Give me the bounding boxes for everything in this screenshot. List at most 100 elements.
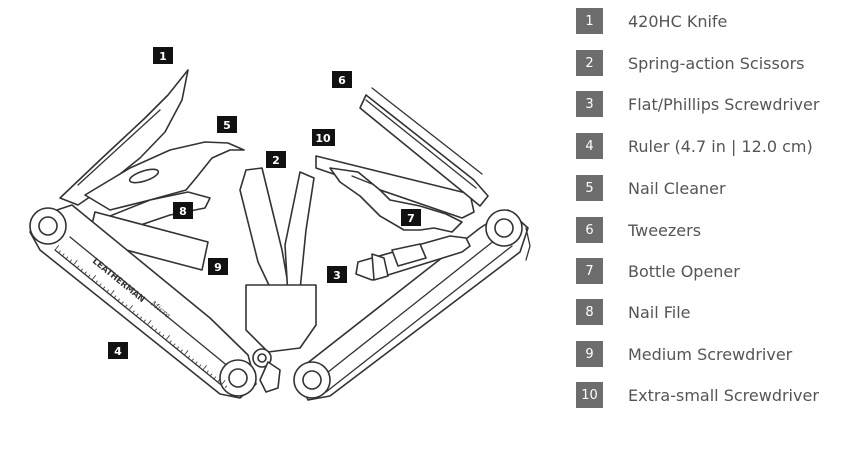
multitool-diagram: LEATHERMAN Micra 1 2 3 4 bbox=[29, 47, 531, 401]
ruler-tick bbox=[217, 379, 220, 383]
ruler-tick bbox=[113, 295, 117, 299]
ruler-tick bbox=[169, 340, 172, 344]
ruler-tick bbox=[198, 364, 202, 368]
callout-9: 9 bbox=[208, 258, 228, 275]
ruler-tick bbox=[150, 325, 154, 329]
legend-label: Flat/Phillips Screwdriver bbox=[628, 94, 820, 114]
legend-item-9: 9 Medium Screwdriver bbox=[576, 341, 792, 367]
legend-number: 1 bbox=[576, 8, 603, 34]
legend-label: Bottle Opener bbox=[628, 261, 740, 281]
legend-label: Tweezers bbox=[628, 220, 702, 240]
ruler-tick bbox=[121, 301, 124, 305]
legend-item-4: 4 Ruler (4.7 in | 12.0 cm) bbox=[576, 133, 813, 159]
ruler-tick bbox=[76, 265, 80, 269]
legend-number: 2 bbox=[576, 50, 603, 76]
ruler-tick bbox=[161, 334, 165, 338]
legend-item-1: 1 420HC Knife bbox=[576, 8, 727, 34]
legend-label: 420HC Knife bbox=[628, 11, 728, 31]
ruler-tick bbox=[195, 361, 198, 365]
callout-5: 5 bbox=[217, 116, 237, 133]
legend-item-7: 7 Bottle Opener bbox=[576, 258, 740, 284]
tweezers bbox=[359, 94, 489, 207]
ruler-tick bbox=[54, 245, 60, 251]
ruler-tick bbox=[106, 289, 109, 293]
legend-number: 3 bbox=[576, 91, 603, 117]
ruler-tick bbox=[102, 286, 106, 290]
ruler-tick bbox=[117, 298, 121, 302]
ruler-tick bbox=[91, 275, 97, 281]
legend-item-5: 5 Nail Cleaner bbox=[576, 175, 726, 201]
bottle-opener bbox=[329, 167, 463, 233]
scissors-left-blade bbox=[239, 167, 291, 301]
legend-number: 8 bbox=[576, 299, 603, 325]
ruler-tick bbox=[69, 259, 73, 263]
callout-3: 3 bbox=[327, 266, 347, 283]
legend-number: 5 bbox=[576, 175, 603, 201]
ruler-tick bbox=[220, 380, 226, 386]
ruler-ticks bbox=[54, 245, 228, 389]
callout-2: 2 bbox=[266, 151, 286, 168]
svg-text:4: 4 bbox=[114, 345, 122, 358]
ruler-tick bbox=[65, 256, 69, 260]
ruler-tick bbox=[124, 304, 128, 308]
svg-text:8: 8 bbox=[179, 205, 187, 218]
legend-item-6: 6 Tweezers bbox=[576, 217, 701, 243]
ruler-tick bbox=[209, 373, 213, 377]
callout-7: 7 bbox=[401, 209, 421, 226]
ruler-tick bbox=[128, 305, 134, 311]
legend-item-10: 10 Extra-small Screwdriver bbox=[576, 382, 819, 408]
ruler-tick bbox=[183, 350, 189, 356]
ruler-tick bbox=[176, 346, 180, 350]
scissors-right-blade bbox=[284, 171, 315, 297]
svg-text:6: 6 bbox=[338, 74, 346, 87]
ruler-tick bbox=[172, 343, 176, 347]
ruler-tick bbox=[110, 290, 115, 296]
legend-item-8: 8 Nail File bbox=[576, 299, 691, 325]
svg-text:2: 2 bbox=[272, 154, 280, 167]
callout-8: 8 bbox=[173, 202, 193, 219]
legend-label: Spring-action Scissors bbox=[628, 53, 805, 73]
ruler-tick bbox=[139, 316, 143, 320]
ruler-tick bbox=[135, 313, 139, 317]
ruler-tick bbox=[158, 331, 161, 335]
ruler-tick bbox=[80, 268, 84, 272]
ruler-tick bbox=[187, 355, 191, 359]
legend-number: 4 bbox=[576, 133, 603, 159]
ruler-tick bbox=[165, 335, 171, 341]
ruler-tick bbox=[87, 274, 91, 278]
ruler-tick bbox=[98, 283, 102, 287]
ruler-tick bbox=[202, 365, 207, 371]
ruler-tick bbox=[143, 319, 146, 323]
legend-number: 6 bbox=[576, 217, 603, 243]
ruler-tick bbox=[180, 349, 183, 353]
nail-nick bbox=[128, 168, 160, 184]
ruler-tick bbox=[147, 320, 152, 326]
callout-10: 10 bbox=[312, 129, 335, 146]
svg-text:3: 3 bbox=[333, 269, 341, 282]
legend-number: 9 bbox=[576, 341, 603, 367]
ruler-tick bbox=[154, 328, 158, 332]
legend-label: Ruler (4.7 in | 12.0 cm) bbox=[628, 136, 813, 156]
ruler-tick bbox=[191, 358, 194, 362]
ruler-tick bbox=[224, 385, 228, 389]
svg-text:7: 7 bbox=[407, 212, 415, 225]
legend-label: Nail File bbox=[628, 302, 691, 322]
ruler-tick bbox=[73, 260, 78, 266]
ruler-tick bbox=[213, 376, 217, 380]
svg-text:10: 10 bbox=[315, 132, 331, 145]
ruler-tick bbox=[84, 271, 87, 275]
callout-4: 4 bbox=[108, 342, 128, 359]
legend-label: Extra-small Screwdriver bbox=[628, 385, 819, 405]
ruler-tick bbox=[58, 250, 61, 254]
svg-text:9: 9 bbox=[214, 261, 222, 274]
legend-number: 7 bbox=[576, 258, 603, 284]
callout-1: 1 bbox=[153, 47, 173, 64]
ruler-tick bbox=[62, 253, 65, 257]
legend-label: Nail Cleaner bbox=[628, 178, 726, 198]
legend-label: Medium Screwdriver bbox=[628, 344, 793, 364]
svg-text:1: 1 bbox=[159, 50, 167, 63]
ruler-tick bbox=[132, 310, 135, 314]
svg-text:5: 5 bbox=[223, 119, 231, 132]
scissors-pivot-body bbox=[245, 284, 317, 353]
legend-number: 10 bbox=[576, 382, 603, 408]
